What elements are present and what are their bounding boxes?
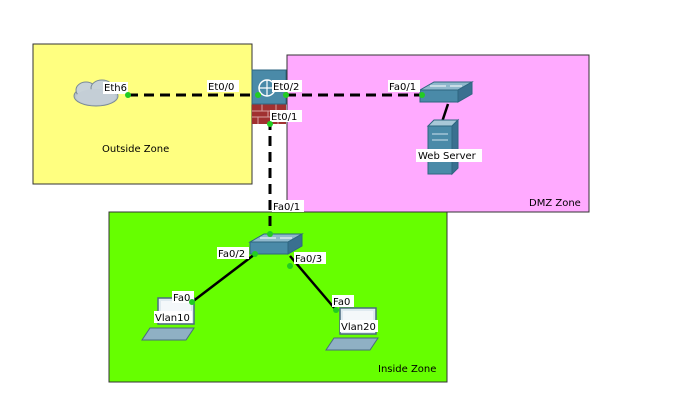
port-status-dots (125, 92, 425, 313)
inside-switch-port-fa0-3: Fa0/3 (295, 254, 322, 265)
links (128, 93, 450, 311)
link-switch-pc-vlan10 (191, 253, 256, 303)
pc-vlan20-label: Vlan20 (341, 322, 376, 333)
outside-zone-label: Outside Zone (102, 144, 169, 155)
pc-vlan20-port-label: Fa0 (333, 297, 350, 308)
link-dmz-switch-server (440, 103, 450, 123)
port-dot-et0-0 (255, 92, 261, 98)
firewall-port-et0-1: Et0/1 (271, 112, 297, 123)
firewall-port-et0-2: Et0/2 (273, 82, 299, 93)
port-dot-inside-fa0-1 (267, 231, 273, 237)
inside-zone-label: Inside Zone (378, 364, 436, 375)
port-dot-fa0-3 (287, 263, 293, 269)
link-switch-pc-vlan20 (289, 255, 337, 311)
port-dot-et0-2 (283, 92, 289, 98)
inside-switch-icon[interactable] (248, 233, 304, 255)
port-dot-fa0-2 (252, 251, 258, 257)
port-dot-eth6 (125, 92, 131, 98)
pc-vlan10-label: Vlan10 (155, 313, 190, 324)
inside-switch-port-fa0-2: Fa0/2 (218, 249, 245, 260)
cloud-port-label: Eth6 (104, 83, 127, 94)
firewall-port-et0-0: Et0/0 (208, 82, 234, 93)
web-server-icon[interactable] (426, 118, 460, 176)
port-dot-et0-1 (267, 121, 273, 127)
dmz-switch-icon[interactable] (418, 81, 474, 103)
port-dot-vlan10-fa0 (189, 299, 195, 305)
outside-zone (32, 43, 253, 185)
port-dot-dmz-fa0-1 (419, 92, 425, 98)
dmz-zone-label: DMZ Zone (529, 198, 581, 209)
dmz-switch-port-label: Fa0/1 (389, 82, 416, 93)
port-dot-vlan20-fa0 (333, 307, 339, 313)
web-server-label: Web Server (418, 151, 477, 162)
pc-vlan10-port-label: Fa0 (173, 293, 190, 304)
inside-switch-port-fa0-1: Fa0/1 (273, 202, 300, 213)
